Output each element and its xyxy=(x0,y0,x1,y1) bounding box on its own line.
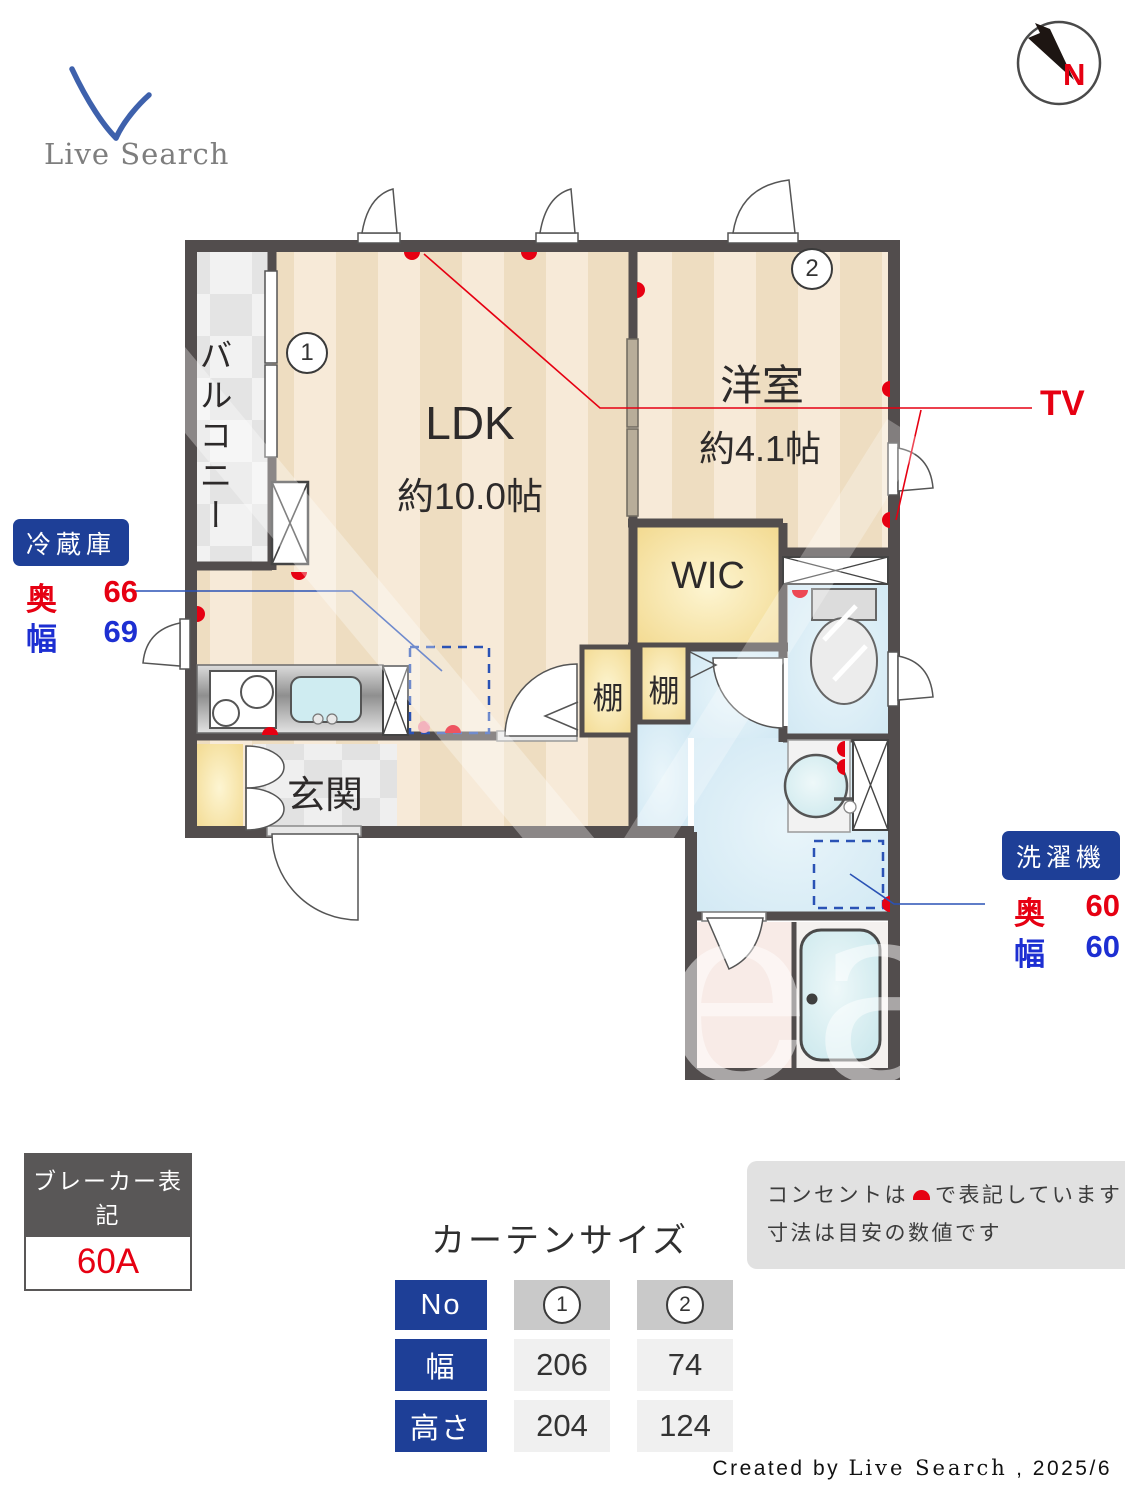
toilet-icon xyxy=(810,588,878,705)
note-outlet-suffix: で表記しています xyxy=(935,1184,1123,1207)
doors-windows xyxy=(142,179,934,970)
fridge-badge: 冷蔵庫 xyxy=(13,519,129,566)
curtain-row-no: No xyxy=(395,1280,487,1330)
window-icon-top3 xyxy=(727,179,799,244)
curtain-col2-header: 2 xyxy=(637,1280,733,1330)
compass-icon xyxy=(1016,20,1102,106)
sliding-window-balcony xyxy=(264,270,278,458)
tv-lines xyxy=(423,253,1032,521)
note-dimension: 寸法は目安の数値です xyxy=(767,1221,1002,1245)
curtain-width-1: 206 xyxy=(514,1339,610,1391)
tv-label: TV xyxy=(1040,384,1085,423)
bathtub-icon xyxy=(799,928,882,1062)
room-label-ldk: LDK xyxy=(425,397,515,449)
window-icon-left xyxy=(142,618,191,670)
storage-closets xyxy=(270,480,889,831)
note-outlet-prefix: コンセントは xyxy=(767,1184,908,1207)
washer-badge: 洗濯機 xyxy=(1002,831,1120,880)
curtain-table: No 1 2 幅 206 74 高さ 204 124 xyxy=(395,1280,733,1452)
fridge-space-box xyxy=(408,645,491,735)
logo-wordmark: Live Search xyxy=(44,137,230,171)
breaker-box: ブレーカー表記 60A xyxy=(24,1153,192,1291)
curtain-height-1: 204 xyxy=(514,1400,610,1452)
watermark: Search xyxy=(138,342,1125,1141)
window-icon-toilet xyxy=(887,651,934,707)
curtain-table-title: カーテンサイズ xyxy=(431,1222,689,1260)
window-icon-top1 xyxy=(357,188,401,244)
kitchen-counter xyxy=(196,664,384,734)
compass-north-label: N xyxy=(1063,57,1086,92)
sliding-door-partition xyxy=(626,338,639,517)
window-icon-western xyxy=(887,442,934,496)
legend-note: コンセントは で表記しています 寸法は目安の数値です xyxy=(747,1161,1125,1269)
svg-text:Search: Search xyxy=(487,844,1125,1141)
room-label-western: 洋室 xyxy=(719,362,805,409)
curtain-height-2: 124 xyxy=(637,1400,733,1452)
room-label-shelf-a: 棚 xyxy=(592,681,624,716)
shelf-boxes xyxy=(579,642,691,738)
breaker-title: ブレーカー表記 xyxy=(26,1155,190,1237)
footer-credit: Created by Live Search , 2025/6 xyxy=(712,1456,1112,1480)
room-label-balcony: バルコニー xyxy=(195,338,232,538)
leader-lines xyxy=(133,590,985,905)
bathroom-door-icon xyxy=(701,911,767,970)
room-label-entrance: 玄関 xyxy=(286,775,364,817)
window-icon-top2 xyxy=(535,188,579,244)
washer-space-box xyxy=(812,839,885,910)
floors xyxy=(191,246,894,1068)
curtain-row-width: 幅 xyxy=(395,1339,487,1391)
entrance-door-icon xyxy=(266,825,362,921)
room-size-western: 約4.1帖 xyxy=(698,428,822,469)
outlet-symbol-icon xyxy=(913,1190,930,1200)
curtain-marker-2: 2 xyxy=(791,248,833,290)
curtain-width-2: 74 xyxy=(637,1339,733,1391)
curtain-marker-1: 1 xyxy=(286,332,328,374)
ldk-door-icon xyxy=(496,663,579,742)
breaker-value: 60A xyxy=(76,1242,140,1281)
outlet-marks xyxy=(197,252,890,912)
curtain-row-height: 高さ xyxy=(395,1400,487,1452)
kitchen-sink-icon xyxy=(290,676,362,723)
toilet-door-icon xyxy=(689,651,784,729)
room-size-ldk: 約10.0帖 xyxy=(396,476,544,517)
room-label-wic: WIC xyxy=(671,555,745,597)
curtain-col1-header: 1 xyxy=(514,1280,610,1330)
shoebox-doors-icon xyxy=(245,745,285,831)
pink-dot xyxy=(418,721,430,733)
footer-brand: Live Search xyxy=(848,1456,1008,1480)
appliance-boxes xyxy=(408,645,885,910)
washbasin-icon xyxy=(783,739,857,833)
logo-v-icon xyxy=(69,66,152,141)
room-label-shelf-b: 棚 xyxy=(648,674,680,709)
